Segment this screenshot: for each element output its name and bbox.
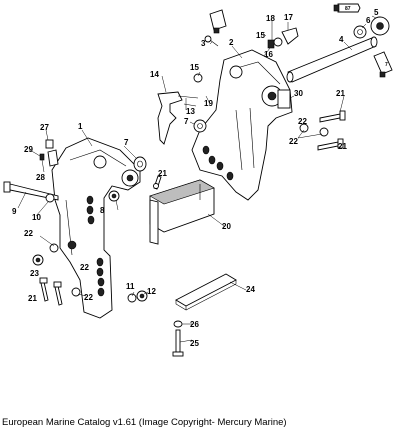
- callout-label: 21: [158, 169, 167, 178]
- bolt-21-bottom-center: [53, 281, 63, 306]
- washer-22-right-a: [299, 123, 309, 133]
- through-bolt-9: [3, 181, 59, 201]
- decal-30: [277, 89, 291, 109]
- washer-11: [127, 293, 137, 303]
- washer-22-right-b: [319, 127, 329, 137]
- bolt-21-middle: [153, 175, 162, 190]
- callout-label: 23: [30, 269, 39, 278]
- tilt-lock-lever: [157, 91, 199, 145]
- callout-label: 22: [84, 293, 93, 302]
- washer-22-left: [49, 243, 59, 253]
- adhesive-tube-icon-top: [209, 9, 227, 34]
- callout-label: 22: [289, 137, 298, 146]
- screw-25: [172, 329, 184, 357]
- bolt-3: [204, 35, 219, 47]
- callout-label: 21: [336, 89, 345, 98]
- callout-label: 15: [190, 63, 199, 72]
- callout-label: 2: [229, 38, 234, 47]
- callout-label: 22: [80, 263, 89, 272]
- grease-fitting-15: [193, 37, 283, 83]
- callout-label: 9: [12, 207, 17, 216]
- callout-label: 18: [266, 14, 275, 23]
- spring-16: [267, 39, 275, 49]
- callout-label: 7: [124, 138, 129, 147]
- bolt-21-lower-right: [317, 138, 344, 151]
- washer-10: [45, 193, 55, 203]
- washer-7-upper: [193, 119, 207, 133]
- swivel-bracket-left: [51, 137, 141, 319]
- callout-label: 29: [24, 145, 33, 154]
- transom-plate: [149, 179, 215, 245]
- callout-label: 15: [256, 31, 265, 40]
- callout-label: 24: [246, 285, 255, 294]
- lock-assembly: [39, 139, 59, 167]
- leader-lines: [17, 15, 377, 343]
- callout-label: 7: [184, 117, 189, 126]
- callout-label: 30: [294, 89, 303, 98]
- callout-label: 22: [298, 117, 307, 126]
- washer-26: [173, 320, 183, 328]
- adhesive-tube-icon-right: [373, 51, 393, 78]
- callout-label: 21: [338, 142, 347, 151]
- tilt-tube: [286, 36, 378, 83]
- lubricant-tube-icon: 87: [333, 3, 361, 13]
- bolt-21-bottom-left: [39, 277, 49, 302]
- exploded-parts-diagram: 87: [3, 3, 393, 357]
- callout-label: 8: [100, 206, 105, 215]
- nut-23: [32, 254, 44, 266]
- callout-label: 19: [204, 99, 213, 108]
- callout-label: 4: [339, 35, 344, 44]
- callout-label: 10: [32, 213, 41, 222]
- washer-22-bottom: [71, 287, 81, 297]
- callout-label: 16: [264, 50, 273, 59]
- nut-8: [108, 190, 120, 202]
- lever-17: [281, 27, 299, 45]
- bolt-21-upper-right: [319, 110, 346, 123]
- callout-label: 21: [28, 294, 37, 303]
- callout-label: 6: [366, 16, 371, 25]
- callout-label: 17: [284, 13, 293, 22]
- callout-label: 26: [190, 320, 199, 329]
- callout-label: 25: [190, 339, 199, 348]
- callout-label: 27: [40, 123, 49, 132]
- image-caption: European Marine Catalog v1.61 (Image Cop…: [2, 417, 287, 428]
- adhesive-code: 7: [385, 62, 388, 68]
- tube-nut: [353, 16, 390, 39]
- callout-label: 13: [186, 107, 195, 116]
- lubricant-code: 87: [345, 6, 351, 12]
- nut-12: [136, 290, 148, 302]
- callout-label: 5: [374, 8, 379, 17]
- callout-label: 28: [36, 173, 45, 182]
- callout-label: 12: [147, 287, 156, 296]
- swivel-bracket-right: [191, 49, 293, 201]
- callout-labels: 1 2 3 4 5 6 7 7 8 9 10 11 12 13 14 15 15…: [12, 8, 379, 348]
- callout-label: 1: [78, 122, 83, 131]
- callout-label: 14: [150, 70, 159, 79]
- callout-label: 3: [201, 39, 206, 48]
- anode-plate: [175, 273, 237, 311]
- callout-label: 22: [24, 229, 33, 238]
- callout-label: 11: [126, 282, 135, 291]
- washer-7-left: [133, 156, 147, 172]
- callout-label: 20: [222, 222, 231, 231]
